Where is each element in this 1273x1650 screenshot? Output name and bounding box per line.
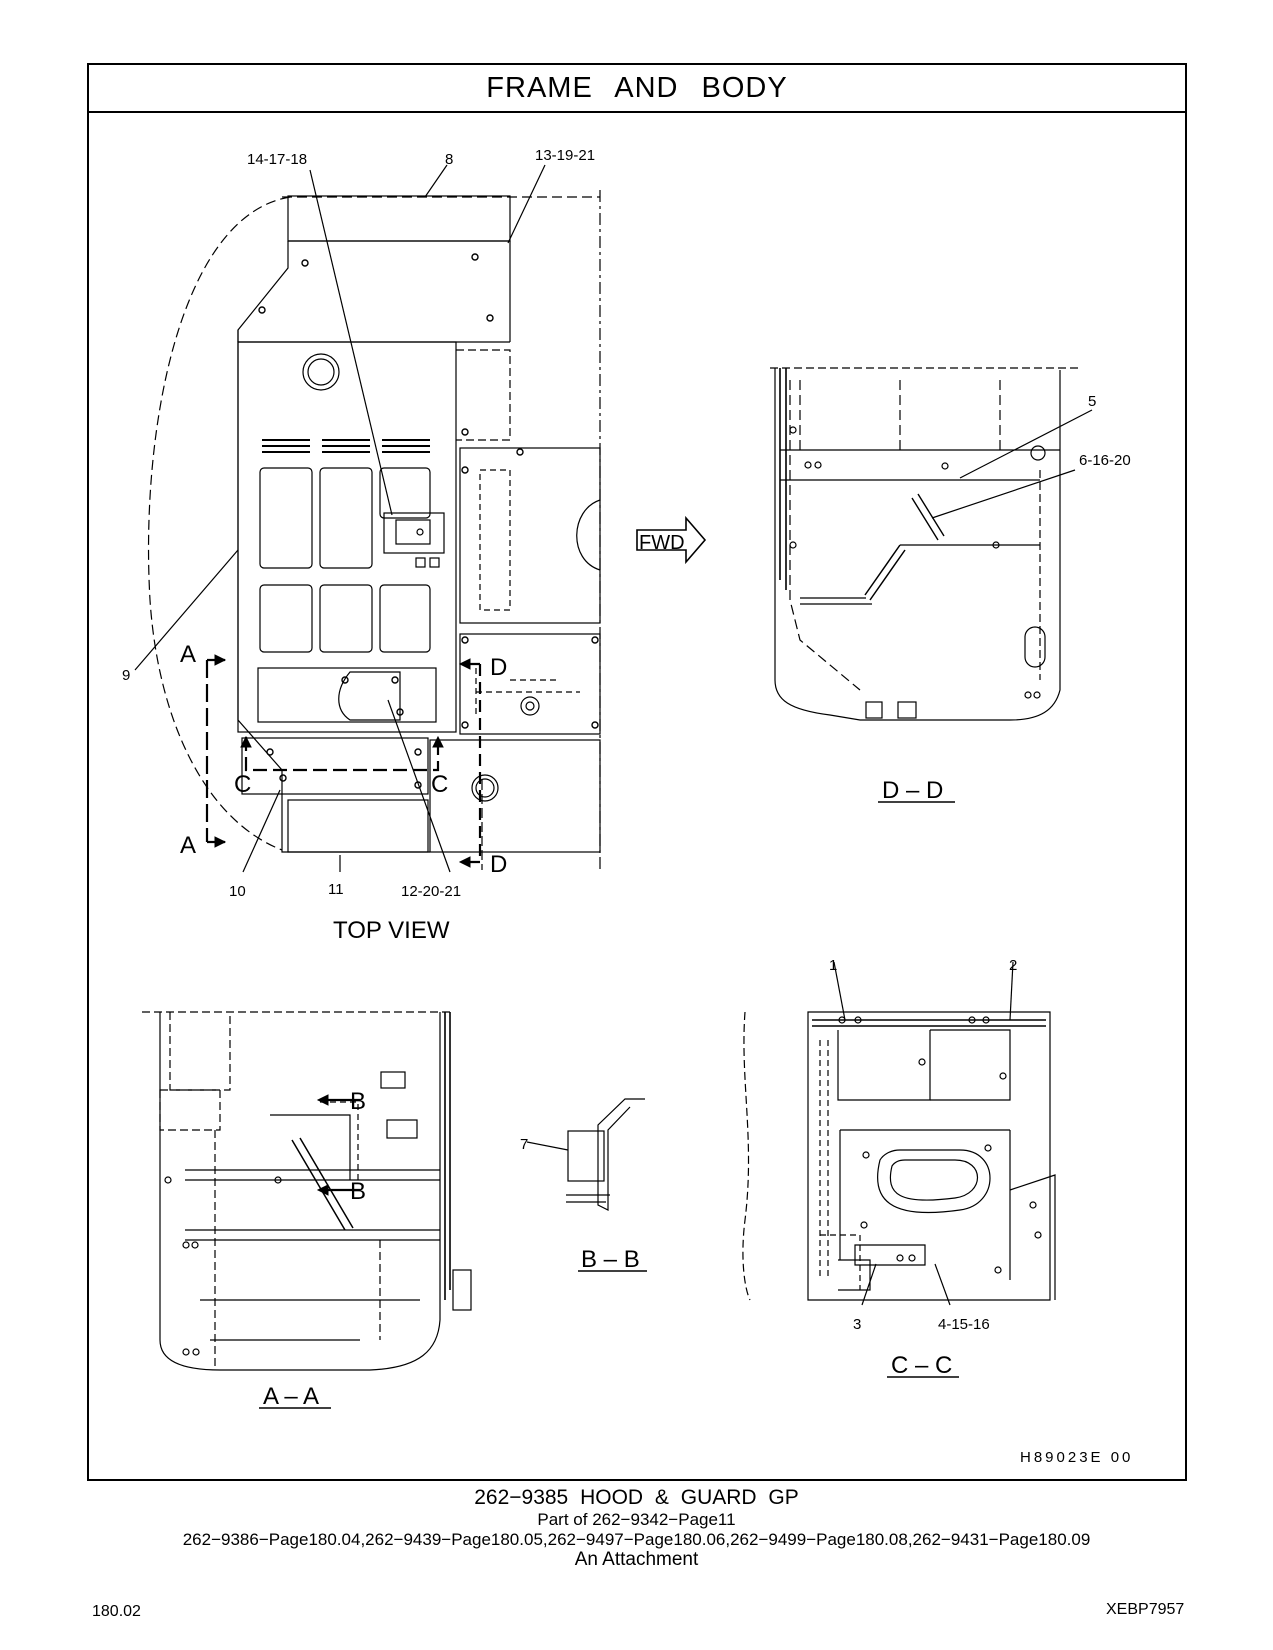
part-of: Part of 262−9342−Page11 [537, 1510, 736, 1529]
callout-1: 1 [829, 957, 837, 974]
page-number: 180.02 [92, 1603, 141, 1620]
view-label-top: TOP VIEW [333, 917, 450, 944]
section-mark-a-top: A [180, 641, 196, 668]
section-mark-c-left: C [234, 771, 251, 798]
section-mark-d-top: D [490, 654, 507, 681]
callout-12-20-21: 12-20-21 [401, 883, 461, 900]
callout-6-16-20: 6-16-20 [1079, 452, 1131, 469]
drawing-frame: FRAME AND BODY [87, 63, 1187, 1481]
fwd-label: FWD [639, 532, 685, 554]
section-mark-a-bottom: A [180, 832, 196, 859]
callout-7: 7 [520, 1136, 528, 1153]
view-bb-drawing [526, 1098, 645, 1211]
related-pages: 262−9386−Page180.04,262−9439−Page180.05,… [182, 1530, 1091, 1549]
attachment-label: An Attachment [574, 1549, 699, 1570]
view-label-aa: A – A [263, 1383, 319, 1410]
document-code: XEBP7957 [1106, 1601, 1185, 1618]
callout-8: 8 [445, 151, 453, 168]
view-dd-drawing [770, 367, 1093, 721]
callout-13-19-21: 13-19-21 [535, 147, 595, 164]
callout-11: 11 [328, 881, 344, 898]
fwd-arrow-icon [636, 515, 707, 565]
callout-2: 2 [1009, 957, 1017, 974]
section-mark-d-bottom: D [490, 851, 507, 878]
view-aa-drawing [142, 1011, 472, 1371]
section-mark-c-right: C [431, 771, 448, 798]
view-cc-drawing [742, 961, 1056, 1306]
callout-10: 10 [229, 883, 246, 900]
callout-14-17-18: 14-17-18 [247, 151, 307, 168]
top-view-drawing [134, 164, 601, 873]
view-label-dd: D – D [882, 777, 943, 804]
page-title: FRAME AND BODY [89, 65, 1185, 113]
section-mark-b-top: B [350, 1088, 366, 1115]
view-label-cc: C – C [891, 1352, 952, 1379]
view-label-bb: B – B [581, 1246, 640, 1273]
drawing-reference-code: H89023E 00 [1020, 1449, 1134, 1466]
part-title: 262−9385 HOOD & GUARD GP [474, 1486, 799, 1509]
callout-5: 5 [1088, 393, 1096, 410]
callout-4-15-16: 4-15-16 [938, 1316, 990, 1333]
section-mark-b-bottom: B [350, 1178, 366, 1205]
callout-9: 9 [122, 667, 130, 684]
callout-3: 3 [853, 1316, 861, 1333]
